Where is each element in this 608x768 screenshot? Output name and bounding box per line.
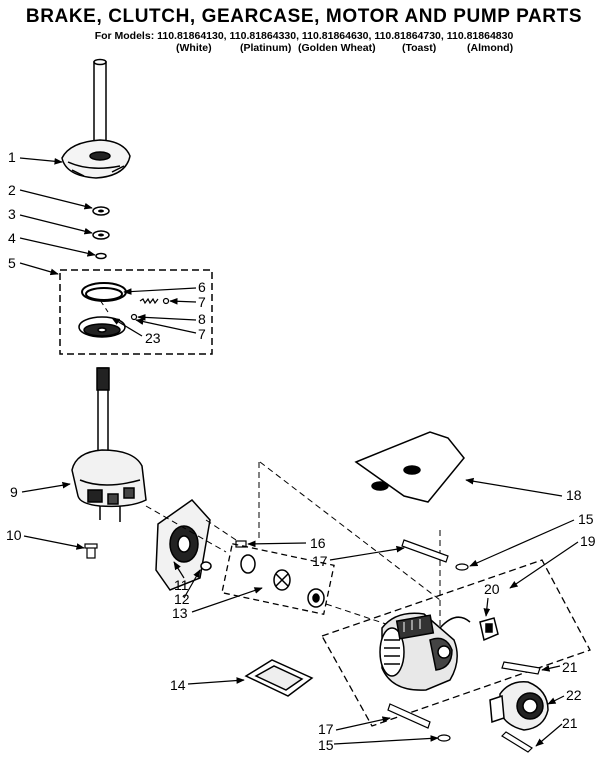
callout-21a: 21 (562, 659, 578, 675)
callout-17b: 17 (318, 721, 334, 737)
part-3-washer (92, 230, 110, 240)
callout-19: 19 (580, 533, 596, 549)
callout-15b: 15 (318, 737, 334, 753)
callout-2: 2 (8, 182, 16, 198)
assembly-guide-lines (99, 299, 441, 640)
callout-23: 23 (145, 330, 161, 346)
callout-12: 12 (174, 591, 190, 607)
color-label-platinum: (Platinum) (240, 42, 292, 54)
part-23-brake-disc (78, 316, 126, 338)
part-17-rod-upper (401, 539, 449, 563)
callout-10: 10 (6, 527, 22, 543)
part-11-mounting-plate (155, 499, 211, 591)
callout-9: 9 (10, 484, 18, 500)
part-18-motor-shield (354, 431, 465, 503)
part-17-rod-lower (387, 703, 431, 729)
part-12-spacer (200, 561, 212, 571)
part-10-bolt (84, 543, 98, 559)
part-15-clip-upper (455, 563, 469, 571)
callout-8: 8 (198, 311, 206, 327)
part-1-brake-cam (61, 139, 131, 179)
color-label-golden-wheat: (Golden Wheat) (298, 42, 376, 54)
callout-14: 14 (170, 677, 186, 693)
callout-15a: 15 (578, 511, 594, 527)
callout-11: 11 (174, 577, 189, 593)
part-14-pump-gasket (244, 659, 314, 697)
part-2-washer (92, 206, 110, 216)
callout-6: 6 (198, 279, 206, 295)
part-6-brake-spring-ring (81, 282, 127, 302)
part-21-hose-lower (501, 731, 533, 753)
part-9-gearcase (71, 367, 147, 522)
callout-17a: 17 (312, 553, 328, 569)
leader-arrows (19, 157, 579, 747)
callout-7b: 7 (198, 326, 206, 342)
coupling-assembly-outline (221, 542, 335, 616)
motor-assembly-outline (321, 559, 591, 727)
part-22-pump (489, 681, 549, 731)
color-label-toast: (Toast) (402, 42, 437, 54)
callout-5: 5 (8, 255, 16, 271)
callout-1: 1 (8, 149, 16, 165)
callout-22: 22 (566, 687, 582, 703)
drive-shaft-top (93, 58, 107, 161)
brake-assembly-outline (59, 269, 213, 355)
callout-3: 3 (8, 206, 16, 222)
callout-20: 20 (484, 581, 500, 597)
callout-16: 16 (310, 535, 326, 551)
part-19-motor (379, 612, 471, 691)
callout-4: 4 (8, 230, 16, 246)
color-label-almond: (Almond) (467, 42, 514, 54)
callout-7a: 7 (198, 294, 206, 310)
callout-21b: 21 (562, 715, 578, 731)
part-4-retainer (95, 252, 107, 260)
part-20-switch (479, 617, 499, 642)
callout-18: 18 (566, 487, 582, 503)
models-line: For Models: 110.81864130, 110.81864330, … (94, 30, 514, 42)
part-7-8-spring-pins (130, 297, 170, 321)
diagram-title: BRAKE, CLUTCH, GEARCASE, MOTOR AND PUMP … (25, 6, 583, 27)
part-21-hose-upper (501, 661, 541, 675)
color-label-white: (White) (176, 42, 212, 54)
callout-13: 13 (172, 605, 188, 621)
part-15-clip-lower (437, 734, 451, 742)
part-13-motor-coupling (240, 554, 325, 608)
